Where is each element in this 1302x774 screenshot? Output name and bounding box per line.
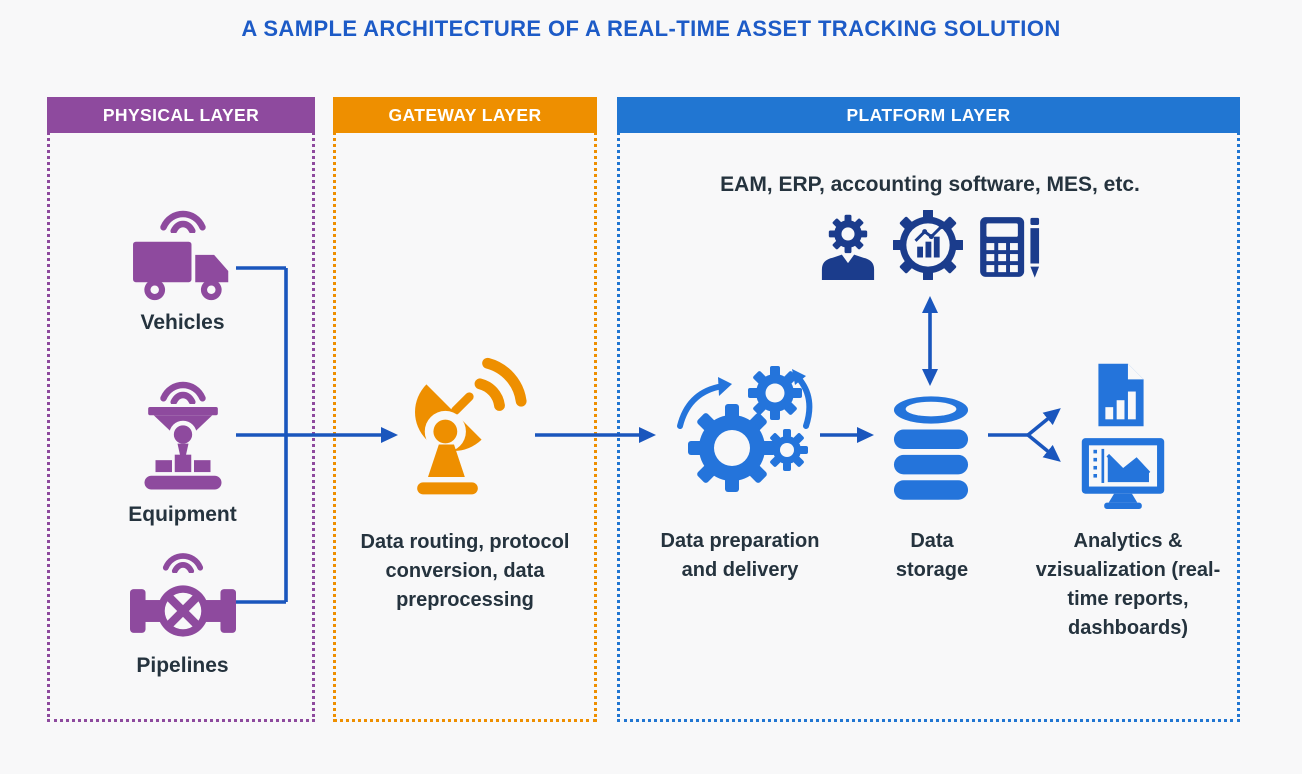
report-document-icon (1098, 363, 1144, 427)
analytics-caption: Analytics & vzisualization (real-time re… (1035, 530, 1221, 639)
user-gear-icon (821, 214, 875, 280)
truck-icon (132, 241, 228, 301)
pipelines-label: Pipelines (136, 654, 229, 677)
dashboard-monitor-icon (1081, 438, 1165, 509)
gateway-caption: Data routing, protocol conversion, data … (360, 531, 570, 611)
database-icon (893, 396, 969, 500)
preparation-caption: Data preparation and delivery (660, 530, 820, 581)
gateway-layer-header: GATEWAY LAYER (333, 97, 597, 133)
pipeline-valve-icon (129, 585, 236, 637)
integration-icons (810, 210, 1050, 280)
wifi-icon (162, 553, 203, 573)
platform-layer-box: PLATFORM LAYER (617, 97, 1240, 722)
machine-icon (144, 407, 221, 490)
vehicles-label: Vehicles (140, 311, 225, 334)
gear-chart-icon (893, 210, 963, 280)
storage-caption: Data storage (895, 530, 969, 581)
satellite-dish-icon (415, 357, 527, 495)
calculator-pencil-icon (980, 217, 1040, 278)
gateway-layer-box: GATEWAY LAYER (333, 97, 597, 722)
page-title: A SAMPLE ARCHITECTURE OF A REAL-TIME ASS… (241, 16, 1061, 41)
platform-layer-header: PLATFORM LAYER (617, 97, 1240, 133)
gears-icon (677, 366, 813, 492)
equipment-label: Equipment (128, 503, 237, 526)
equipment-asset: Equipment (95, 374, 270, 527)
physical-layer-header: PHYSICAL LAYER (47, 97, 315, 133)
pipelines-asset: Pipelines (95, 546, 270, 678)
physical-layer-box: PHYSICAL LAYER (47, 97, 315, 722)
vehicles-asset: Vehicles (95, 203, 270, 335)
integrations-text: EAM, ERP, accounting software, MES, etc. (720, 173, 1140, 196)
wifi-icon (159, 381, 206, 404)
wifi-icon (159, 210, 206, 233)
